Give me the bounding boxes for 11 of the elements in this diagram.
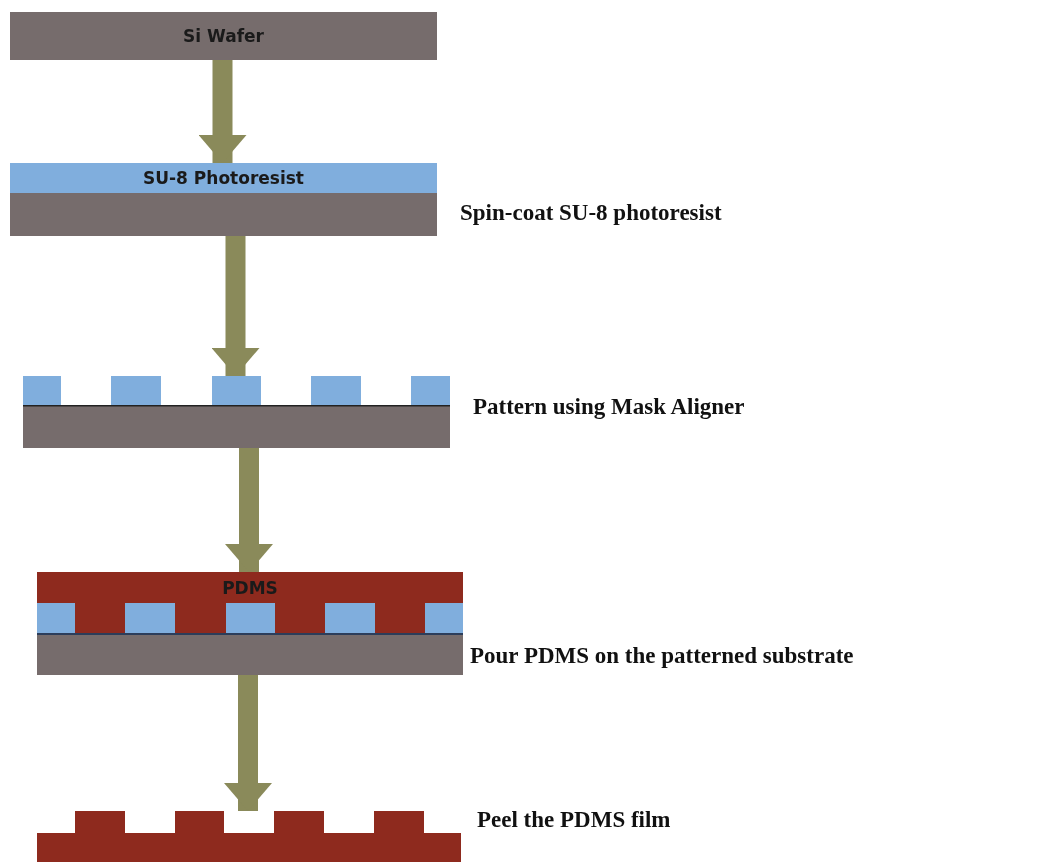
down-arrow: [224, 675, 272, 811]
down-arrow: [211, 236, 260, 376]
step-caption: Peel the PDMS film: [477, 807, 671, 833]
step-caption: Pour PDMS on the patterned substrate: [470, 643, 854, 669]
down-arrow: [198, 60, 247, 163]
step-caption: Pattern using Mask Aligner: [473, 394, 745, 420]
layer-label: Si Wafer: [183, 26, 264, 46]
step-caption: Spin-coat SU-8 photoresist: [460, 200, 722, 226]
layer-label: SU-8 Photoresist: [143, 168, 304, 188]
layer-label: PDMS: [222, 578, 278, 598]
down-arrow: [225, 448, 273, 572]
